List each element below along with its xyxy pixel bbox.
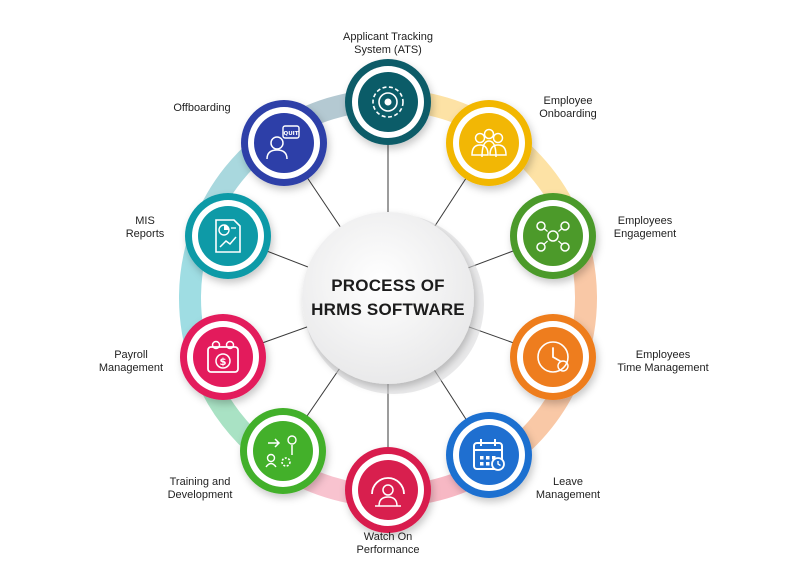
label-ats: Applicant Tracking System (ATS) [343, 31, 433, 57]
dollar-calendar-icon: $ [207, 340, 239, 373]
label-onboarding: Employee Onboarding [539, 95, 597, 121]
node-training [240, 408, 326, 494]
node-ats [345, 59, 431, 145]
label-engagement-line1: Employees [617, 215, 673, 227]
label-mis-line2: Reports [125, 228, 165, 240]
label-training-line2: Development [167, 489, 233, 501]
label-performance-line1: Watch On [363, 531, 413, 543]
label-payroll-line1: Payroll [114, 349, 148, 361]
label-performance-line2: Performance [356, 544, 420, 556]
label-payroll: Payroll Management [99, 349, 163, 375]
center-title-line2: HRMS SOFTWARE [311, 300, 465, 319]
quit-person-icon: QUIT [266, 125, 300, 160]
training-icon [265, 435, 297, 468]
center-title: PROCESS OF HRMS SOFTWARE [311, 274, 465, 322]
label-engagement-line2: Engagement [613, 228, 677, 240]
label-offboarding-line1: Offboarding [173, 102, 231, 114]
label-training: Training and Development [168, 476, 233, 502]
network-people-icon [536, 221, 570, 252]
node-offboarding: QUIT [241, 100, 327, 186]
calendar-icon [473, 439, 505, 471]
label-offboarding: Offboarding [173, 102, 230, 115]
label-onboarding-line2: Onboarding [539, 108, 597, 120]
center-title-line1: PROCESS OF [331, 276, 445, 295]
label-performance: Watch On Performance [357, 531, 420, 557]
label-engagement: Employees Engagement [614, 215, 676, 241]
node-payroll: $ [180, 314, 266, 400]
node-engagement [510, 193, 596, 279]
process-nodes: $ QUIT [180, 59, 596, 533]
center-hub [302, 212, 484, 394]
label-mis: MIS Reports [126, 215, 165, 241]
node-time [510, 314, 596, 400]
gauge-person-icon [371, 477, 405, 507]
node-mis [185, 193, 271, 279]
team-icon [471, 128, 507, 158]
label-ats-line2: System (ATS) [354, 44, 422, 56]
label-leave: Leave Management [536, 476, 600, 502]
node-leave [446, 412, 532, 498]
svg-text:QUIT: QUIT [284, 131, 299, 137]
clock-icon [537, 341, 569, 373]
label-time: Employees Time Management [617, 349, 708, 375]
node-performance [345, 447, 431, 533]
label-leave-line2: Management [535, 489, 601, 501]
label-payroll-line2: Management [98, 362, 164, 374]
label-leave-line1: Leave [553, 476, 583, 488]
label-time-line1: Employees [635, 349, 691, 361]
target-gear-icon [372, 86, 404, 118]
label-training-line1: Training and [169, 476, 231, 488]
label-ats-line1: Applicant Tracking [343, 31, 433, 43]
label-time-line2: Time Management [617, 362, 709, 374]
node-onboarding [446, 100, 532, 186]
label-onboarding-line1: Employee [543, 95, 593, 107]
svg-text:$: $ [220, 357, 227, 368]
report-chart-icon [215, 219, 241, 253]
label-mis-line1: MIS [135, 215, 155, 227]
